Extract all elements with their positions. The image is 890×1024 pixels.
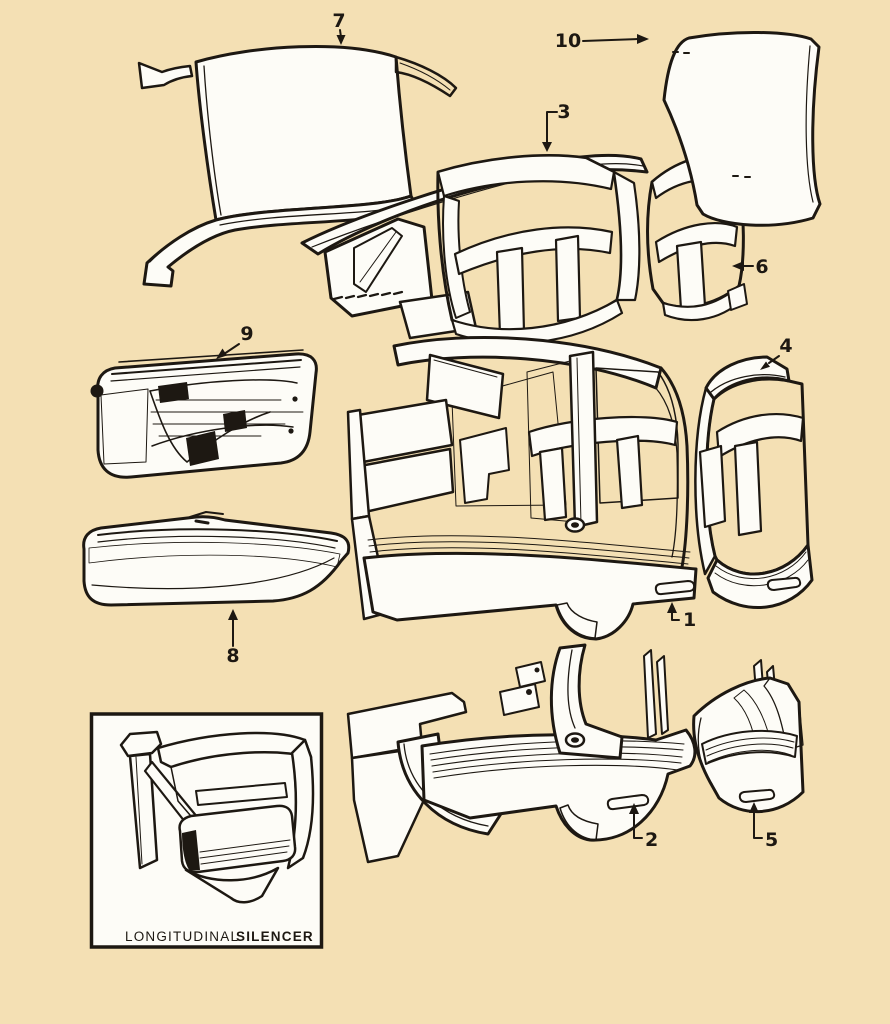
callout-4: 4 <box>760 335 793 370</box>
part-3-front-body-section-illustration <box>300 153 649 345</box>
callout-1: 1 <box>667 602 696 631</box>
callout-5-arrow <box>749 802 759 813</box>
callout-4-number: 4 <box>779 335 792 357</box>
callout-6-arrow <box>732 261 744 271</box>
callout-4-leader <box>768 355 780 364</box>
callout-8: 8 <box>226 609 240 667</box>
part-1-main-body-side-illustration <box>346 335 698 641</box>
inset-silencer-box: LONGITUDINAL SILENCER <box>89 712 324 949</box>
callout-8-arrow <box>228 609 238 620</box>
callout-9-leader <box>223 343 240 355</box>
callout-1-leader <box>671 610 680 621</box>
inset-caption-regular: LONGITUDINAL <box>125 929 239 944</box>
callout-3: 3 <box>542 101 571 152</box>
inset-caption-bold: SILENCER <box>236 929 314 944</box>
callout-10-arrow <box>637 34 649 44</box>
callout-10-leader <box>582 38 639 42</box>
part-9-door-assembly-illustration <box>90 349 318 479</box>
callout-3-number: 3 <box>557 101 570 123</box>
callout-2-arrow <box>629 803 639 814</box>
callout-5-leader <box>753 810 763 839</box>
callout-7-number: 7 <box>332 10 345 32</box>
callout-6: 6 <box>732 256 769 278</box>
callout-8-number: 8 <box>226 645 239 667</box>
part-10-door-skin-panel-illustration <box>662 31 822 227</box>
callout-7: 7 <box>332 10 346 45</box>
callout-1-arrow <box>667 602 677 613</box>
silencer-illustration <box>119 730 315 904</box>
callout-5: 5 <box>749 802 778 851</box>
part-4-rear-quarter-section-illustration <box>694 355 814 610</box>
callout-1-number: 1 <box>683 609 696 631</box>
part-8-sill-panel-illustration <box>82 511 351 607</box>
callout-6-number: 6 <box>755 256 768 278</box>
part-5-rear-lower-section-illustration <box>692 659 805 814</box>
callout-2-number: 2 <box>645 829 658 851</box>
callout-4-arrow <box>760 361 770 370</box>
callout-10-number: 10 <box>555 30 581 52</box>
callout-3-arrow <box>542 142 552 152</box>
callout-7-arrow <box>336 35 346 45</box>
callout-2: 2 <box>629 803 658 851</box>
callout-9-number: 9 <box>240 323 253 345</box>
callout-9-arrow <box>216 348 227 359</box>
callout-10: 10 <box>555 30 649 52</box>
callout-5-number: 5 <box>765 829 778 851</box>
callout-9: 9 <box>216 323 254 359</box>
callout-2-leader <box>633 811 643 839</box>
callout-3-leader <box>546 111 558 144</box>
part-2-lower-body-section-illustration <box>346 643 697 864</box>
